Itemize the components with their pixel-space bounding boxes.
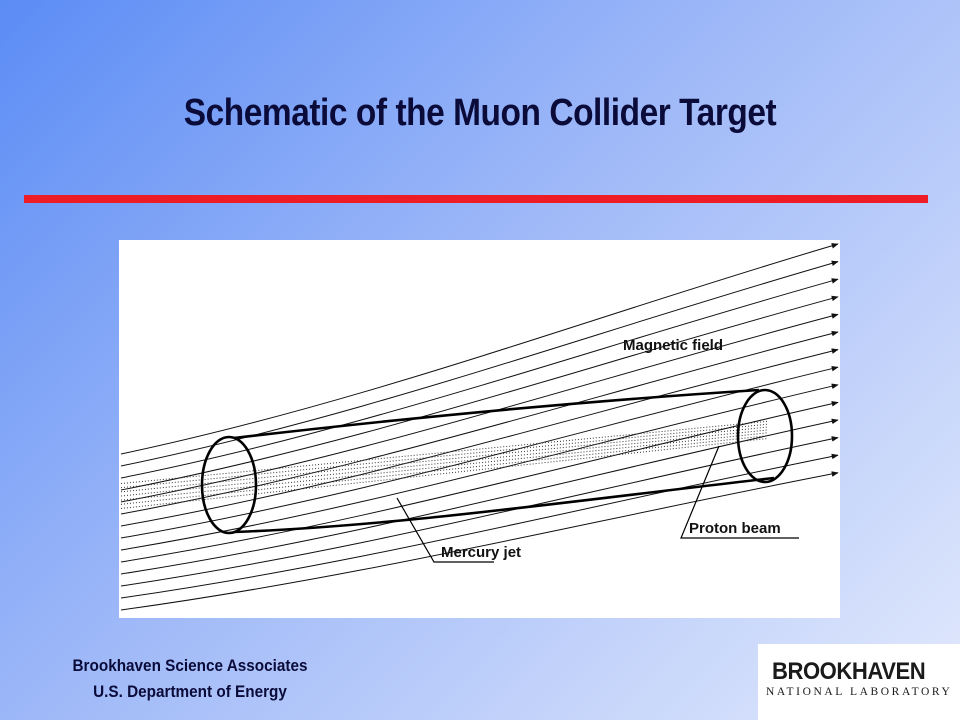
- footer-organization: Brookhaven Science Associates: [72, 656, 308, 675]
- jet-dot-row: [120, 438, 768, 509]
- field-line: [120, 243, 839, 455]
- title-divider: [24, 195, 928, 203]
- logo-wordmark: BROOKHAVEN: [772, 658, 926, 685]
- field-line: [120, 383, 839, 551]
- field-line: [120, 260, 839, 467]
- field-line: [120, 453, 839, 599]
- brookhaven-logo: BROOKHAVEN NATIONAL LABORATORY: [758, 644, 960, 720]
- jet-dot-row: [120, 435, 768, 505]
- jet-dot-row: [120, 432, 768, 501]
- cylinder-bottom-edge: [233, 476, 775, 534]
- cylinder-near-end: [200, 435, 258, 535]
- cylinder-far-end: [736, 388, 794, 484]
- field-line: [120, 471, 839, 611]
- field-line: [120, 436, 839, 587]
- slide-title: Schematic of the Muon Collider Target: [183, 92, 777, 134]
- magnetic-field-label: Magnetic field: [623, 337, 724, 354]
- proton-beam-leader: [680, 445, 799, 539]
- mercury-jet-stream: [120, 420, 768, 509]
- field-line: [120, 418, 839, 575]
- jet-dot-row: [120, 429, 768, 497]
- jet-dot-row: [120, 420, 768, 485]
- field-line: [120, 313, 839, 503]
- proton-beam-label: Proton beam: [689, 520, 781, 537]
- target-cylinder: [200, 388, 794, 535]
- logo-subtitle: NATIONAL LABORATORY: [766, 686, 953, 698]
- cylinder-top-edge: [233, 388, 760, 440]
- field-line: [120, 401, 839, 563]
- target-schematic: Magnetic field Proton beam Mercury jet: [119, 240, 840, 618]
- field-line: [120, 295, 839, 491]
- jet-dot-row: [120, 423, 768, 489]
- schematic-drawing: [120, 243, 839, 611]
- jet-dot-row: [120, 426, 768, 493]
- mercury-jet-label: Mercury jet: [441, 544, 522, 561]
- label-leaders: [396, 445, 799, 563]
- field-line: [120, 330, 839, 515]
- footer-department: U.S. Department of Energy: [93, 682, 287, 701]
- field-line: [120, 278, 839, 479]
- field-line: [120, 348, 839, 527]
- mercury-jet-leader: [396, 497, 494, 563]
